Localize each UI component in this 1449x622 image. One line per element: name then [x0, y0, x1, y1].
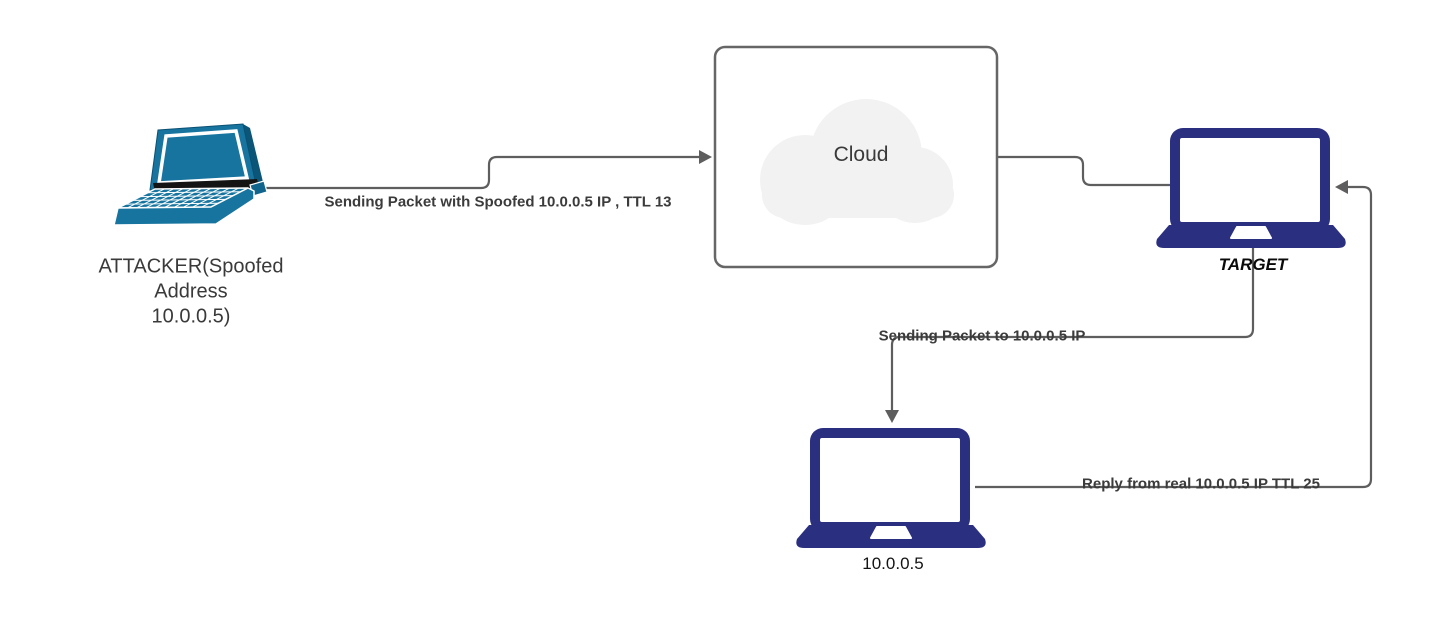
cloud-node-label: Cloud: [833, 143, 889, 166]
edge-forward-packet-line: [890, 248, 1255, 410]
real-host-node-label: 10.0.0.5: [862, 554, 924, 573]
cloud-icon: [760, 99, 954, 225]
target-laptop-icon: [1156, 128, 1346, 248]
arrowhead-left-icon: [1335, 180, 1348, 194]
edge-label-forward-packet: Sending Packet to 10.0.0.5 IP: [878, 327, 1086, 345]
edge-cloud-to-target-line: [997, 155, 1170, 187]
connector-lines: [263, 155, 1373, 489]
edge-label-reply-packet: Reply from real 10.0.0.5 IP TTL 25: [1082, 475, 1320, 493]
edge-label-spoofed-packet: Sending Packet with Spoofed 10.0.0.5 IP …: [324, 193, 672, 211]
cloud-node: [713, 45, 999, 269]
target-node-label: TARGET: [1218, 255, 1288, 274]
edge-spoofed-packet-line: [263, 155, 699, 190]
attacker-node-label: ATTACKER(Spoofed Address 10.0.0.5): [98, 255, 284, 328]
connector-arrowheads: [699, 150, 1348, 423]
attacker-laptop-3d-icon: [113, 123, 268, 226]
arrowhead-right-icon: [699, 150, 712, 164]
edge-reply-packet-line: [975, 185, 1373, 489]
real-host-laptop-icon: [796, 428, 986, 548]
arrowhead-down-icon: [885, 410, 899, 423]
